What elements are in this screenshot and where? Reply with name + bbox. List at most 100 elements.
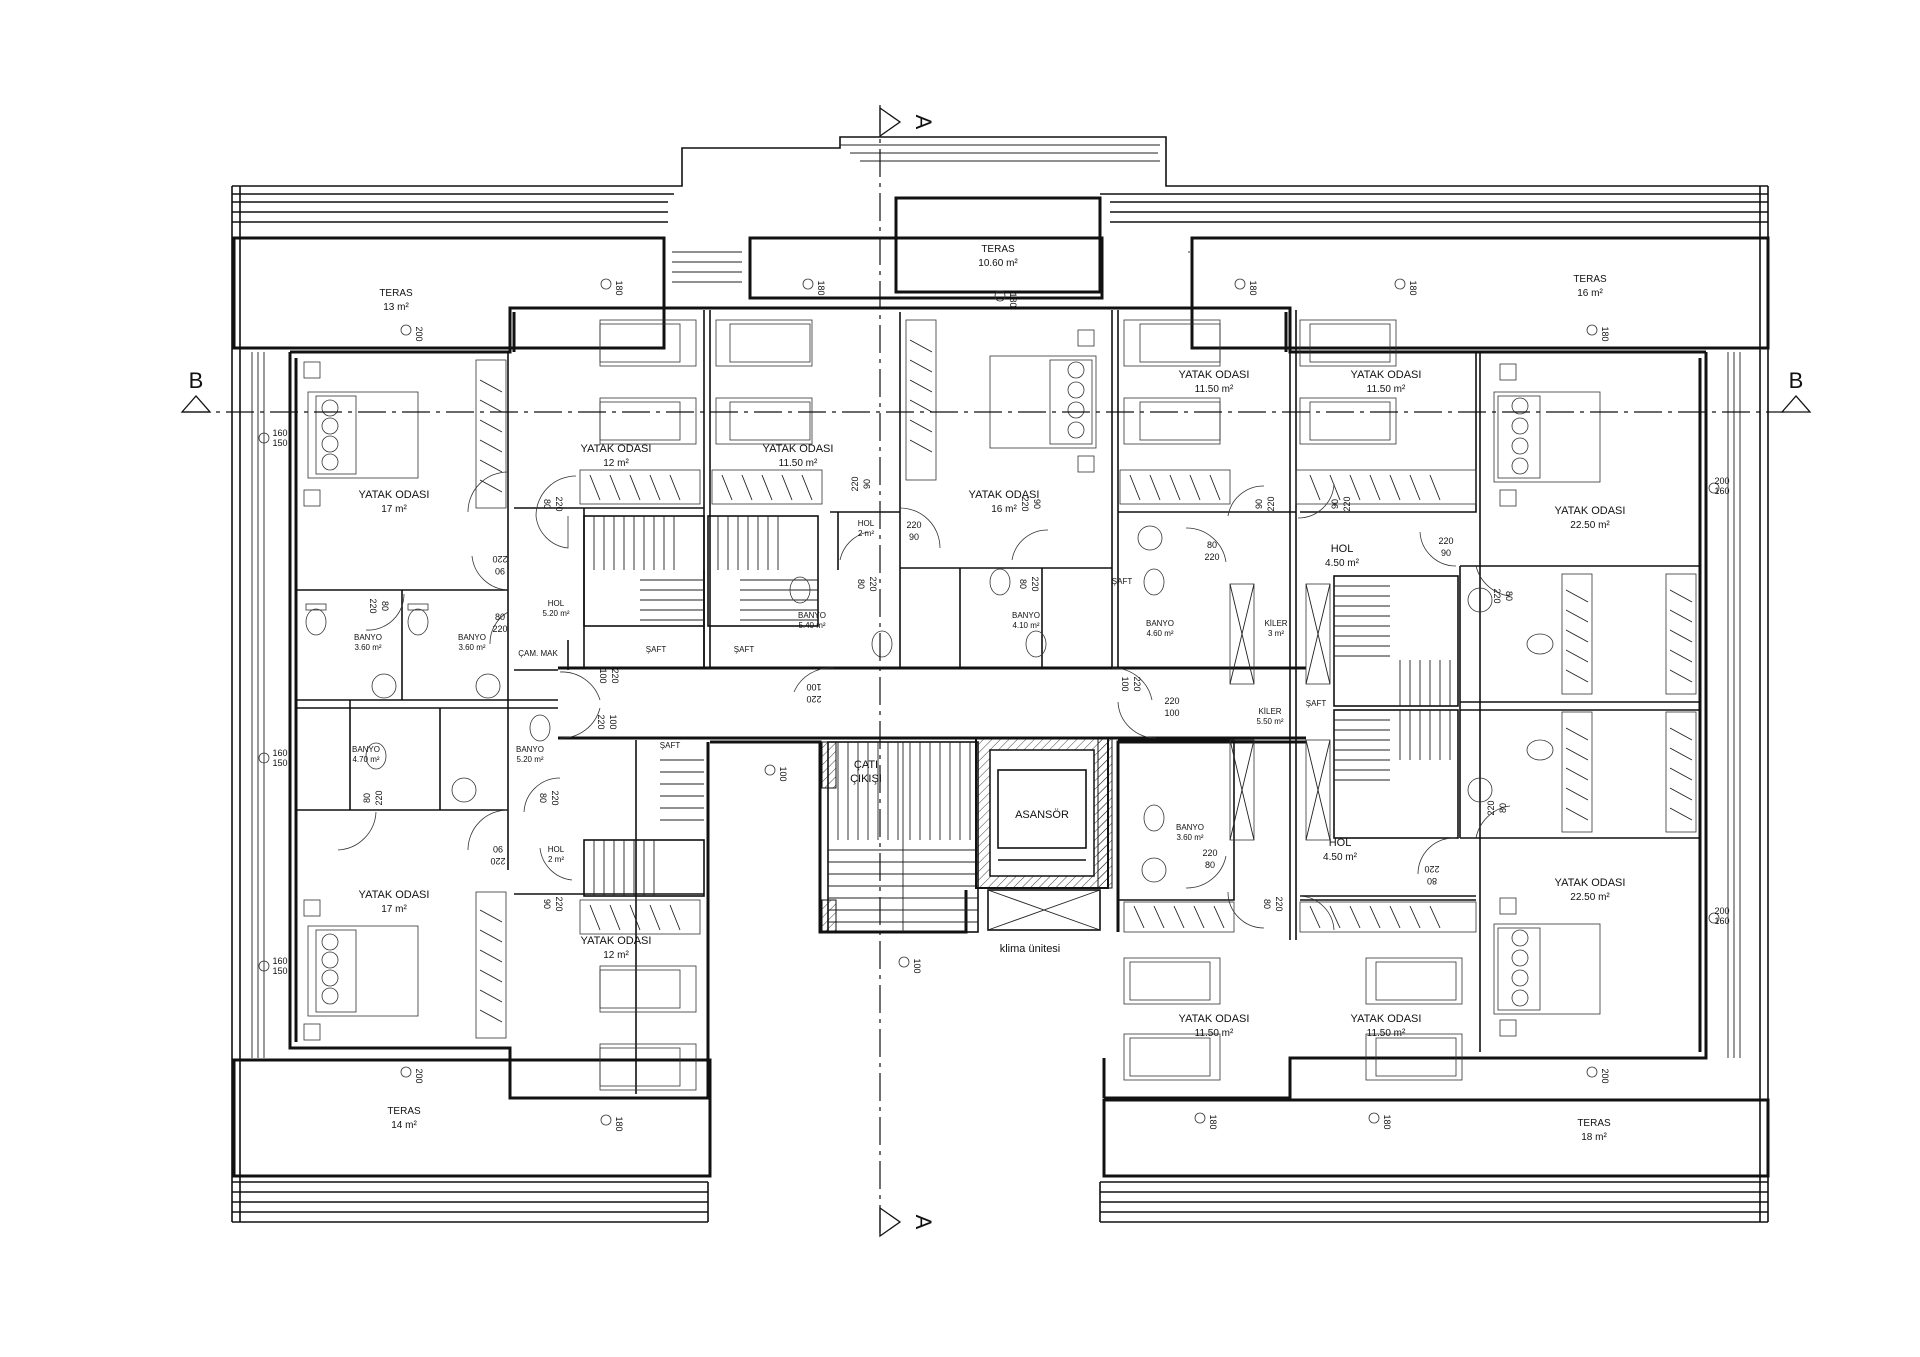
- shaft-label: ŞAFT: [646, 645, 667, 654]
- terrace-bottom-left-name: TERAS: [387, 1106, 421, 1117]
- room-name: HOL: [858, 519, 875, 528]
- room-name: YATAK ODASI: [1179, 369, 1250, 381]
- room-area: 11.50 m²: [779, 458, 818, 469]
- door-dim: 80: [1207, 540, 1217, 550]
- room-area: 3.60 m²: [354, 643, 381, 652]
- room-area: 5.20 m²: [542, 609, 569, 618]
- room-name: YATAK ODASI: [1555, 877, 1626, 889]
- room-name: BANYO: [352, 745, 380, 754]
- room-area: 11.50 m²: [1367, 384, 1406, 395]
- door-dim: 220: [1266, 496, 1276, 511]
- camasir-makinesi-label: ÇAM. MAK: [518, 649, 558, 658]
- door-dim: 80: [495, 612, 505, 622]
- window-dim: 180: [1248, 280, 1258, 295]
- door-dim: 220: [1492, 588, 1502, 603]
- window-dim: 180: [1208, 1114, 1218, 1129]
- door-dim: 80: [1205, 860, 1215, 870]
- door-dim: 220: [1342, 496, 1352, 511]
- room-area: 11.50 m²: [1195, 384, 1234, 395]
- door-dim: 80: [1427, 876, 1437, 886]
- room-name: HOL: [548, 845, 565, 854]
- window-dim: 160: [272, 428, 287, 438]
- window-dim: 150: [272, 438, 287, 448]
- door-dim: 220: [596, 714, 606, 729]
- door-dim: 80: [362, 793, 372, 803]
- door-dim: 220: [1486, 800, 1496, 815]
- room-area: 4.60 m²: [1146, 629, 1173, 638]
- terrace-outlines: [232, 196, 1770, 1178]
- door-dim: 90: [909, 532, 919, 542]
- terrace-top-center-area: 10.60 m²: [978, 258, 1018, 269]
- room-name: YATAK ODASI: [581, 935, 652, 947]
- room-area: 11.50 m²: [1195, 1028, 1234, 1039]
- door-dim: 220: [1020, 496, 1030, 511]
- door-dim: 220: [1204, 552, 1219, 562]
- window-dim: 100: [778, 766, 788, 781]
- window-dim: 200: [1714, 906, 1729, 916]
- window-dimensions: 160 150 160 150 160 150 200 160 200 160 …: [272, 280, 1729, 1131]
- room-name: YATAK ODASI: [1351, 1013, 1422, 1025]
- door-dim: 220: [1132, 676, 1142, 691]
- room-area: 3.60 m²: [1176, 833, 1203, 842]
- room-area: 12 m²: [603, 950, 629, 961]
- section-marker-a-top: A: [911, 115, 936, 130]
- room-area: 4.50 m²: [1323, 852, 1358, 863]
- room-name: KİLER: [1258, 707, 1281, 716]
- doors: [337, 471, 1511, 931]
- room-name: KİLER: [1264, 619, 1287, 628]
- section-marker-a-bottom: A: [911, 1215, 936, 1230]
- window-dim: 180: [1008, 292, 1018, 307]
- door-dim: 80: [856, 579, 866, 589]
- room-area: 3.60 m²: [458, 643, 485, 652]
- room-area: 17 m²: [381, 504, 407, 515]
- window-dim: 180: [816, 280, 826, 295]
- door-dim: 220: [850, 476, 860, 491]
- door-dim: 220: [1164, 696, 1179, 706]
- terrace-bottom-right-name: TERAS: [1577, 1118, 1611, 1129]
- room-area: 11.50 m²: [1367, 1028, 1406, 1039]
- terrace-bottom-left-area: 14 m²: [391, 1120, 417, 1131]
- room-area: 3 m²: [1268, 629, 1284, 638]
- room-area: 4.10 m²: [1012, 621, 1039, 630]
- room-area: 22.50 m²: [1570, 892, 1610, 903]
- door-dim: 220: [368, 598, 378, 613]
- section-marker-b-right: B: [1789, 368, 1804, 393]
- room-name: HOL: [548, 599, 565, 608]
- door-dim: 220: [610, 668, 620, 683]
- door-dim: 80: [380, 601, 390, 611]
- stairs: [583, 515, 1459, 933]
- room-labels: YATAK ODASI 17 m² YATAK ODASI 17 m² YATA…: [352, 369, 1625, 1039]
- door-dim: 80: [1018, 579, 1028, 589]
- door-dim: 90: [493, 844, 503, 854]
- room-name: BANYO: [516, 745, 544, 754]
- room-name: YATAK ODASI: [581, 443, 652, 455]
- furniture: [303, 319, 1697, 1091]
- section-lines: [180, 105, 1812, 1238]
- room-area: 4.70 m²: [352, 755, 379, 764]
- terrace-top-left-name: TERAS: [379, 288, 413, 299]
- room-area: 5.20 m²: [516, 755, 543, 764]
- room-area: 2 m²: [548, 855, 564, 864]
- door-dim: 220: [550, 790, 560, 805]
- door-dim: 220: [1438, 536, 1453, 546]
- shaft-label: ŞAFT: [1112, 577, 1133, 586]
- elevator-shaft: [821, 737, 1113, 933]
- interior-walls: [296, 310, 1700, 1094]
- door-dim: 220: [906, 520, 921, 530]
- room-name: YATAK ODASI: [1179, 1013, 1250, 1025]
- terrace-top-right-area: 16 m²: [1577, 288, 1603, 299]
- window-dim: 200: [1600, 1068, 1610, 1083]
- window-dim: 180: [614, 280, 624, 295]
- door-dim: 100: [806, 682, 821, 692]
- roof-exit-label-2: ÇIKIŞI: [850, 773, 882, 785]
- window-dim: 150: [272, 966, 287, 976]
- window-dim: 200: [414, 326, 424, 341]
- window-dim: 160: [272, 956, 287, 966]
- door-dim: 80: [1504, 591, 1514, 601]
- room-name: YATAK ODASI: [969, 489, 1040, 501]
- door-dim: 220: [554, 496, 564, 511]
- door-dim: 220: [374, 790, 384, 805]
- room-name: YATAK ODASI: [359, 889, 430, 901]
- door-dim: 220: [1202, 848, 1217, 858]
